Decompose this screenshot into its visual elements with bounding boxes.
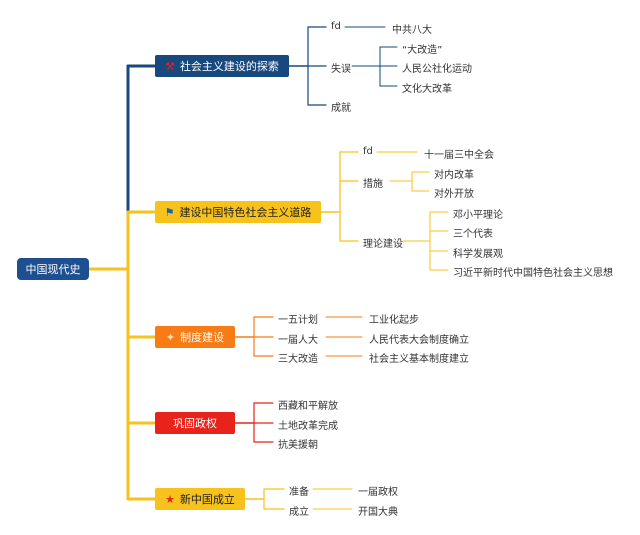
b2-leaf-xi-thought[interactable]: 习近平新时代中国特色社会主义思想 [453, 268, 613, 279]
b1-child-fd[interactable]: fd [331, 21, 341, 32]
b2-child-fd[interactable]: fd [363, 146, 373, 157]
b2-leaf-opening-up[interactable]: 对外开放 [434, 189, 474, 200]
branch-label: 制度建设 [180, 331, 225, 344]
root-label: 中国现代史 [25, 263, 81, 276]
branch-label: 建设中国特色社会主义道路 [179, 206, 312, 219]
branch-label: 巩固政权 [173, 417, 217, 430]
branch-socialist-exploration[interactable]: ⚒ 社会主义建设的探索 [155, 55, 289, 77]
branch-institution-building[interactable]: ✦ 制度建设 [155, 326, 235, 348]
b2-child-theory[interactable]: 理论建设 [363, 239, 403, 250]
handshake-icon: ✦ [165, 330, 176, 344]
b3-leaf-basic-system[interactable]: 社会主义基本制度建立 [369, 354, 469, 365]
b1-leaf-peoples-commune[interactable]: 人民公社化运动 [402, 64, 472, 75]
b3-child-three-transformations[interactable]: 三大改造 [278, 354, 318, 365]
branch-chinese-socialism[interactable]: ⚑ 建设中国特色社会主义道路 [155, 201, 321, 223]
b2-leaf-deng-theory[interactable]: 邓小平理论 [453, 210, 503, 221]
b5-child-preparation[interactable]: 准备 [289, 487, 309, 498]
b2-child-measures[interactable]: 措施 [363, 179, 383, 190]
b3-leaf-npc-system[interactable]: 人民代表大会制度确立 [369, 335, 469, 346]
star-icon: ★ [165, 492, 175, 506]
b1-leaf-great-reform[interactable]: “大改造” [402, 45, 443, 56]
branch-consolidate-power[interactable]: 巩固政权 [155, 412, 235, 434]
branch-label: 社会主义建设的探索 [179, 60, 279, 73]
flag-icon: ⚑ [164, 205, 175, 219]
b5-child-founding[interactable]: 成立 [289, 507, 309, 518]
branch-new-china-founded[interactable]: ★ 新中国成立 [155, 488, 245, 510]
branch-label: 新中国成立 [179, 493, 235, 506]
b4-child-tibet[interactable]: 西藏和平解放 [278, 401, 338, 412]
root-node[interactable]: 中国现代史 [17, 258, 89, 280]
b3-leaf-industrialization[interactable]: 工业化起步 [369, 315, 419, 326]
b3-child-five-year-plan[interactable]: 一五计划 [278, 315, 318, 326]
b1-child-achievements[interactable]: 成就 [331, 103, 351, 114]
b2-leaf-three-represents[interactable]: 三个代表 [453, 229, 493, 240]
b3-child-first-npc[interactable]: 一届人大 [278, 335, 318, 346]
b5-leaf-first-regime[interactable]: 一届政权 [358, 487, 398, 498]
b2-leaf-scientific-development[interactable]: 科学发展观 [453, 249, 503, 260]
b1-child-mistakes[interactable]: 失误 [331, 64, 351, 75]
b2-leaf-domestic-reform[interactable]: 对内改革 [434, 170, 474, 181]
b1-leaf-eighth-congress[interactable]: 中共八大 [392, 25, 432, 36]
b2-leaf-third-plenum[interactable]: 十一届三中全会 [424, 150, 494, 161]
b4-child-land-reform[interactable]: 土地改革完成 [278, 421, 338, 432]
b5-leaf-founding-ceremony[interactable]: 开国大典 [358, 507, 398, 518]
crossed-hammer-icon: ⚒ [165, 59, 175, 73]
b4-child-korea-war[interactable]: 抗美援朝 [278, 440, 318, 451]
b1-leaf-cultural-reform[interactable]: 文化大改革 [402, 84, 452, 95]
